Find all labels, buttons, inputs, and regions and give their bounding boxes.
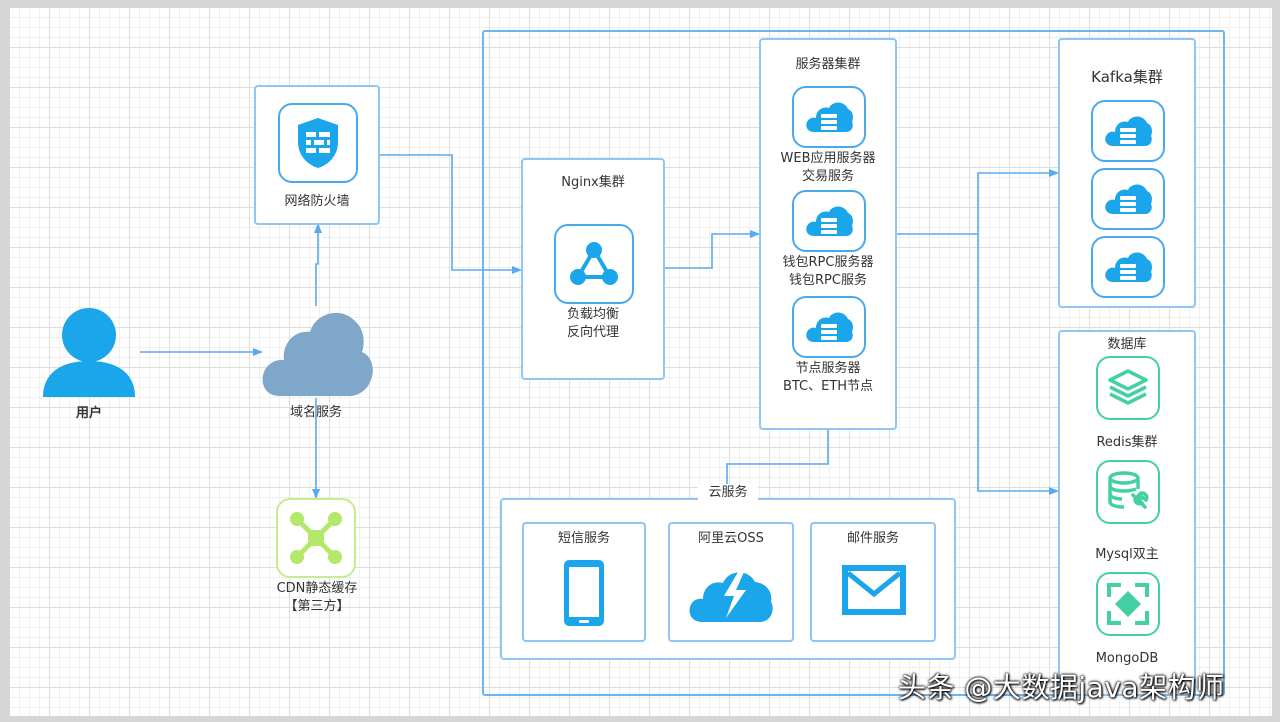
- mysql-tile: [1096, 460, 1160, 524]
- dns-node[interactable]: 域名服务: [258, 304, 374, 424]
- share-nodes-icon: [570, 242, 618, 285]
- user-label: 用户: [75, 406, 102, 421]
- nginx-cluster-box[interactable]: Nginx集群 负载均衡 反向代理: [521, 158, 665, 380]
- mysql-label: Mysql双主: [1095, 547, 1159, 562]
- kafka-node-1: [1091, 100, 1165, 162]
- cloud-lightning-icon: [689, 572, 773, 622]
- mongo-tile: [1096, 572, 1160, 636]
- database-box[interactable]: 数据库 Redis集群 Mysql双主: [1058, 330, 1196, 696]
- cloud-server-icon: [806, 206, 853, 236]
- network-hub-icon: [290, 512, 342, 564]
- kafka-title: Kafka集群: [1091, 68, 1163, 86]
- cloud-server-icon: [1105, 184, 1152, 214]
- cloud-server-icon: [1105, 116, 1152, 146]
- mail-label: 邮件服务: [846, 531, 899, 546]
- oss-service-box[interactable]: 阿里云OSS: [668, 522, 794, 642]
- watermark-text: 头条 @大数据java架构师: [898, 671, 1225, 704]
- smartphone-icon: [564, 560, 604, 626]
- firewall-tile: [278, 103, 358, 183]
- web-server-line2: 交易服务: [801, 169, 854, 184]
- database-wrench-icon: [1108, 471, 1149, 509]
- firewall-label: 网络防火墙: [284, 194, 350, 209]
- cloud-icon: [262, 312, 373, 396]
- envelope-icon: [842, 565, 906, 615]
- system-boundary: [482, 30, 1225, 696]
- redis-tile: [1096, 356, 1160, 420]
- kafka-cluster-box[interactable]: Kafka集群: [1058, 38, 1196, 308]
- cloud-services-box[interactable]: 云服务 短信服务 阿里云OSS 邮件服务: [500, 484, 956, 660]
- node-server-line2: BTC、ETH节点: [782, 379, 874, 394]
- cloud-server-icon: [1105, 252, 1152, 282]
- sms-service-box[interactable]: 短信服务: [522, 522, 646, 642]
- cloud-title: 云服务: [698, 484, 758, 502]
- oss-label: 阿里云OSS: [698, 531, 764, 546]
- firewall-box[interactable]: 网络防火墙: [254, 85, 380, 225]
- cdn-label-line1: CDN静态缓存: [276, 581, 358, 596]
- kafka-node-3: [1091, 236, 1165, 298]
- cloud-server-icon: [806, 312, 853, 342]
- wallet-server-line1: 钱包RPC服务器: [782, 255, 874, 270]
- dns-label: 域名服务: [289, 405, 342, 420]
- user-icon: [43, 308, 135, 397]
- wallet-server-tile: [792, 190, 866, 252]
- frame-corners-icon: [1107, 583, 1149, 625]
- web-server-tile: [792, 86, 866, 148]
- wallet-server-line2: 钱包RPC服务: [789, 273, 867, 288]
- nginx-title: Nginx集群: [561, 175, 625, 190]
- sms-label: 短信服务: [557, 531, 610, 546]
- cdn-label-line2: 【第三方】: [284, 599, 350, 614]
- database-title: 数据库: [1107, 337, 1147, 352]
- node-server-line1: 节点服务器: [795, 361, 861, 376]
- user-node[interactable]: 用户: [36, 305, 142, 425]
- mongo-label: MongoDB: [1095, 651, 1159, 666]
- mail-service-box[interactable]: 邮件服务: [810, 522, 936, 642]
- shield-icon: [298, 118, 338, 168]
- node-server-tile: [792, 296, 866, 358]
- kafka-node-2: [1091, 168, 1165, 230]
- redis-label: Redis集群: [1096, 435, 1158, 450]
- server-cluster-title: 服务器集群: [795, 57, 861, 72]
- load-balancer-tile: [554, 224, 634, 304]
- server-cluster-box[interactable]: 服务器集群 WEB应用服务器 交易服务 钱包RPC服务器 钱包RPC服务 节点服…: [759, 38, 897, 430]
- layers-stack-icon: [1108, 369, 1148, 405]
- nginx-label-line1: 负载均衡: [566, 307, 619, 322]
- cdn-node[interactable]: CDN静态缓存 【第三方】: [252, 498, 382, 618]
- cdn-tile: [276, 498, 356, 578]
- nginx-label-line2: 反向代理: [566, 325, 619, 340]
- cloud-server-icon: [806, 102, 853, 132]
- web-server-line1: WEB应用服务器: [780, 151, 876, 166]
